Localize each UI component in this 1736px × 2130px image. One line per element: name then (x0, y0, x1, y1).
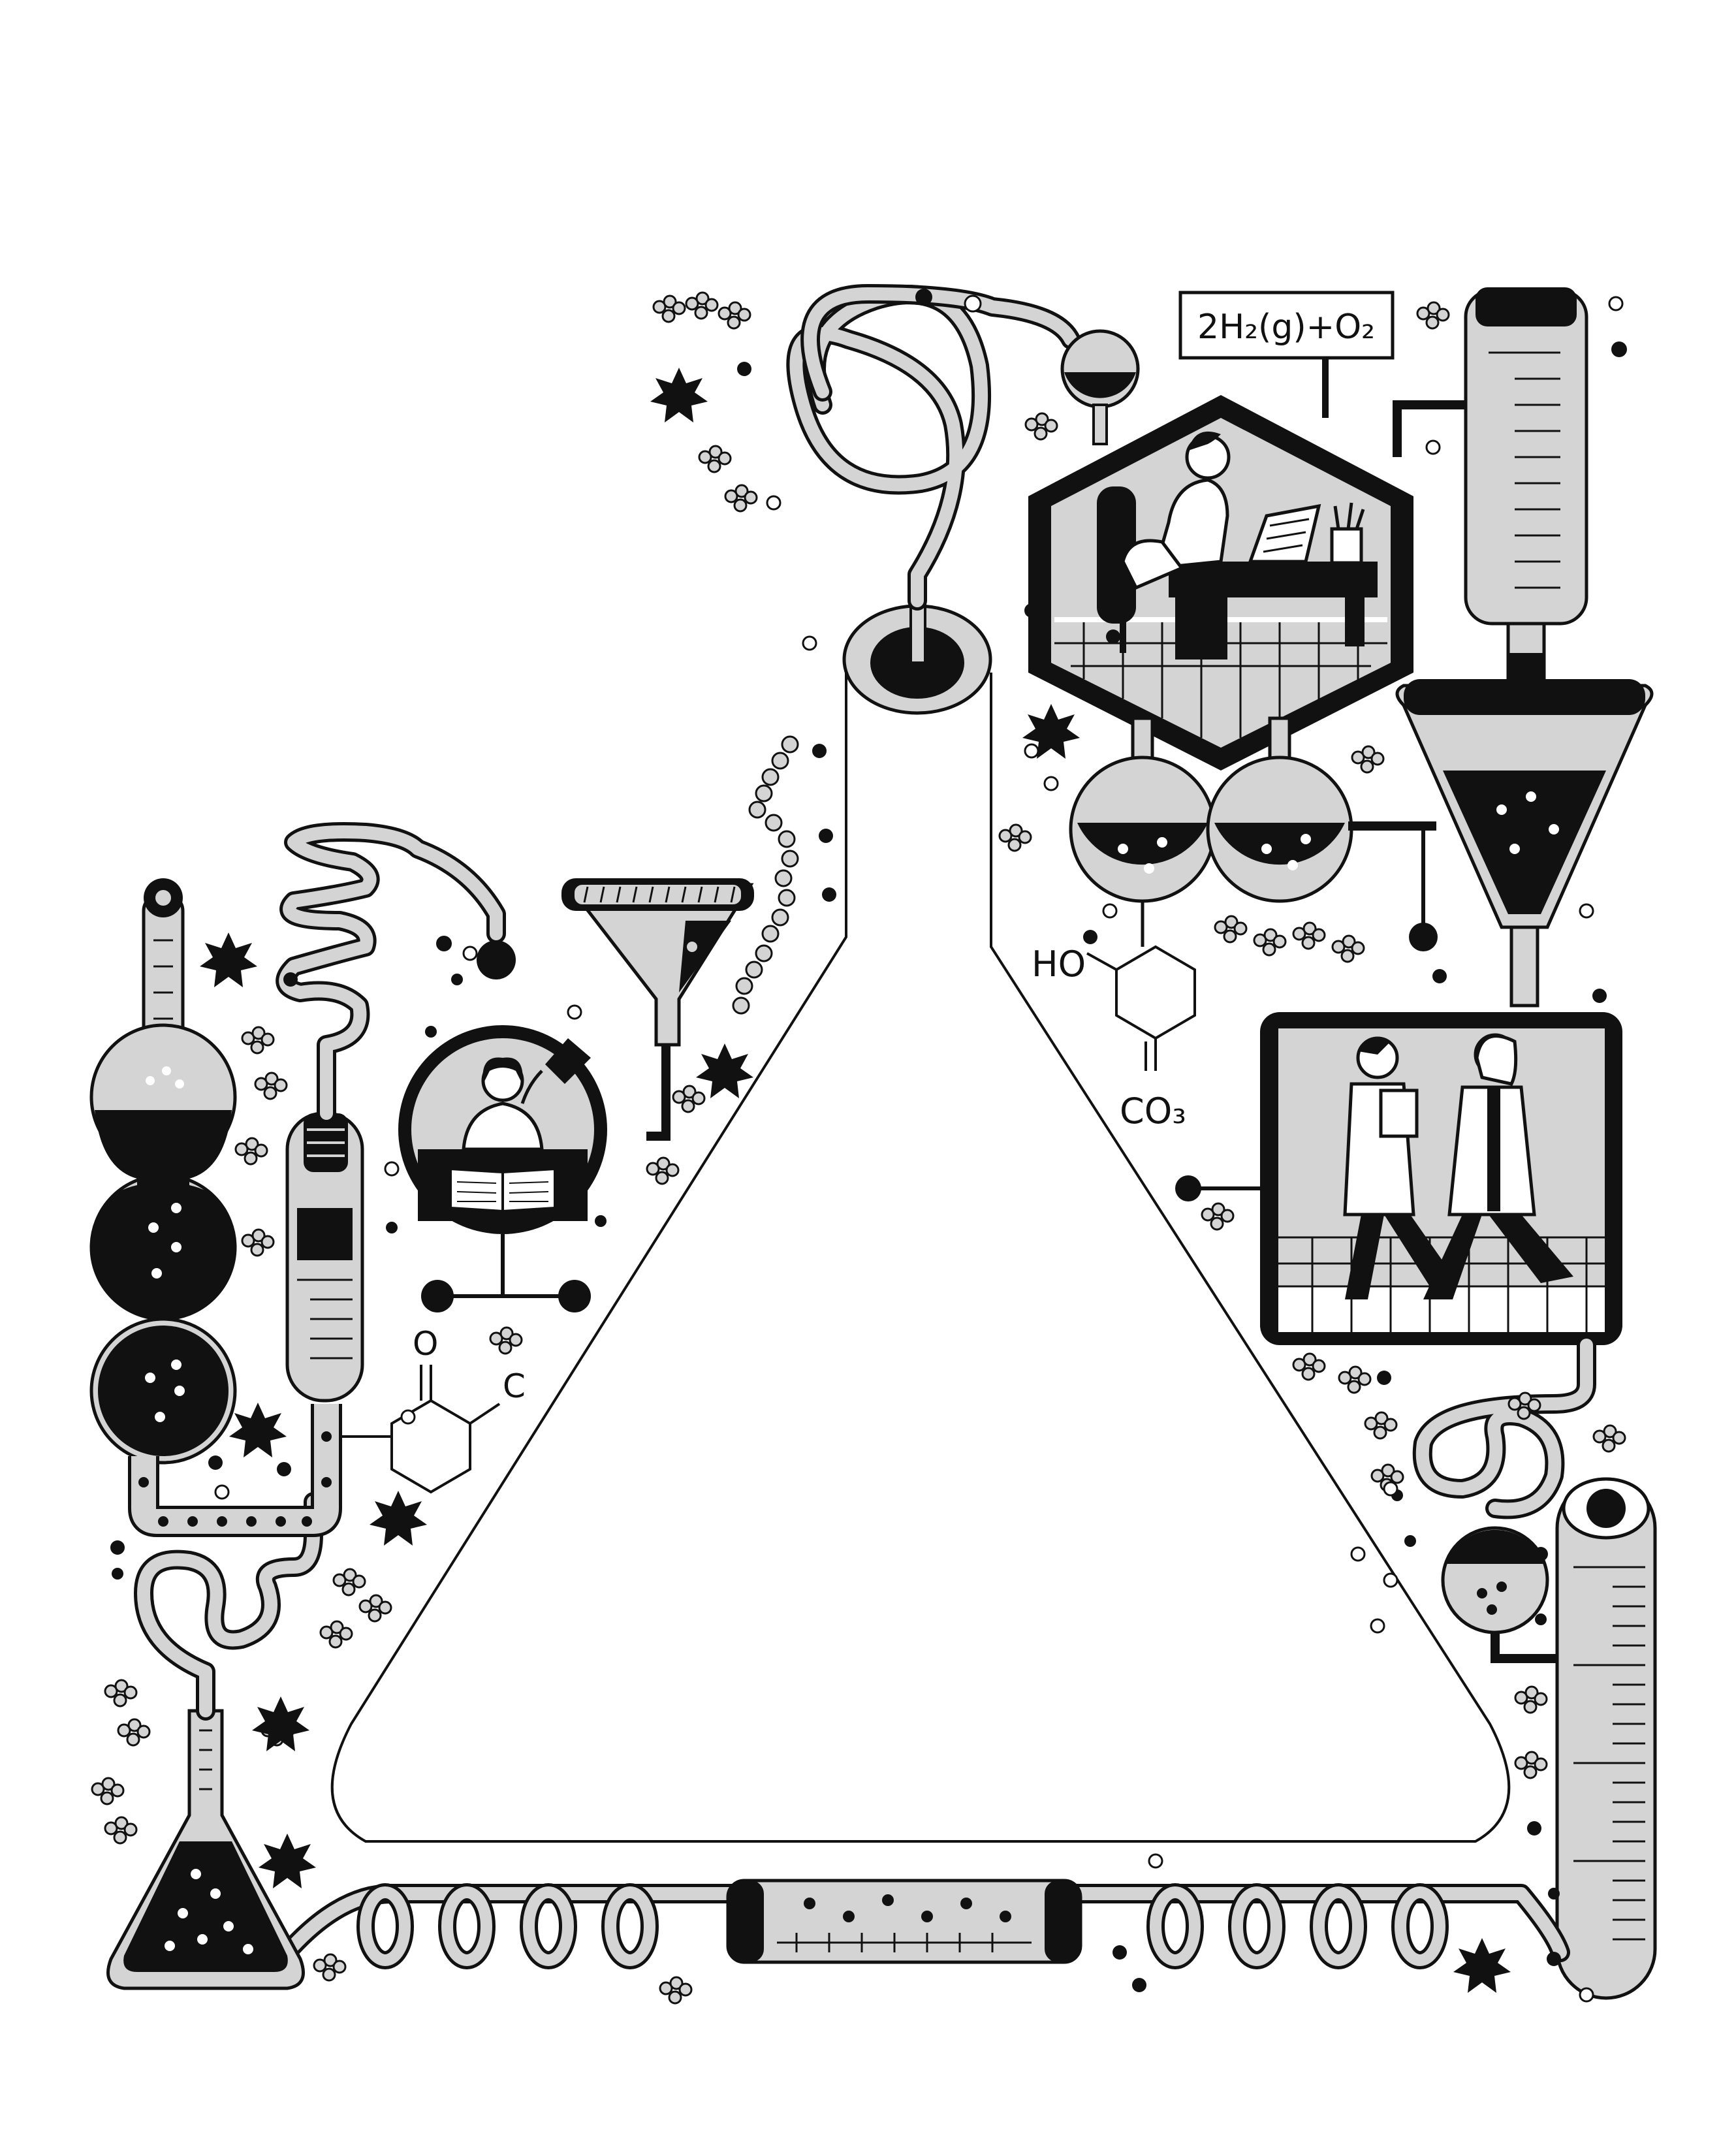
left-top-coil (276, 822, 506, 1123)
small-funnel (561, 878, 754, 1141)
right-side-coil (1412, 1335, 1596, 1519)
left-bulb-column (89, 878, 237, 1465)
bottom-left-conical-flask (106, 1709, 305, 1990)
small-round-flask-top (1060, 329, 1140, 445)
main-flask-outline (330, 673, 1511, 1843)
hollow-dots (214, 294, 1624, 2003)
right-graduated-cylinder (1464, 287, 1588, 697)
reading-circle-scene (398, 940, 607, 1312)
molecule-right-structure: HO CO₃ (1032, 944, 1196, 1132)
molecule-o-label: O (413, 1325, 438, 1363)
small-round-flask-right (1441, 1526, 1573, 1663)
twin-round-flasks (1069, 716, 1438, 951)
hexagon-desk-scene (1028, 395, 1413, 771)
left-u-tube (128, 1404, 342, 1537)
molecule-c-label: C (503, 1367, 526, 1405)
bottom-left-coil (134, 1492, 323, 1721)
left-test-tube (285, 1111, 364, 1403)
two-scientists-scene (1175, 1012, 1622, 1345)
molecule-ho-label: HO (1032, 944, 1086, 985)
scattered-dots (110, 289, 1627, 1992)
molecule-chain-left-flask (732, 735, 799, 1015)
flask-neck-ring (842, 599, 992, 715)
right-vertical-tube (1555, 1477, 1657, 2000)
equation-text: 2H₂(g)+O₂ (1197, 308, 1375, 347)
bottom-tube-coils (277, 1892, 1570, 1960)
equation-box: 2H₂(g)+O₂ (1178, 291, 1395, 418)
right-funnel (1395, 679, 1654, 1008)
bottom-syringe (726, 1879, 1082, 1964)
molecule-left-structure: O C (339, 1325, 526, 1494)
molecule-co3-label: CO₃ (1120, 1090, 1186, 1132)
